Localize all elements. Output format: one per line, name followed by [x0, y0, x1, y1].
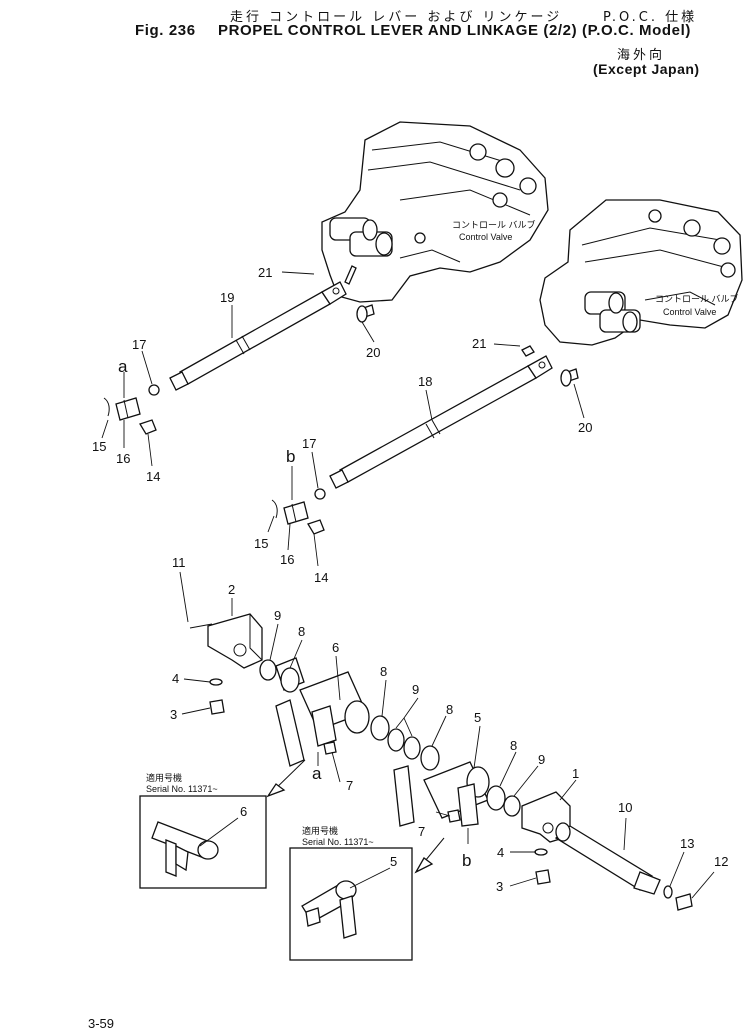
leader-lines [101, 271, 715, 899]
label-4-right: 4 [497, 845, 504, 860]
label-3-left: 3 [170, 707, 177, 722]
label-inset-5: 5 [390, 854, 397, 869]
rod-19 [169, 265, 375, 391]
label-14-lower: 14 [314, 570, 328, 585]
label-9-right: 9 [538, 752, 545, 767]
label-17-lower: 17 [302, 436, 316, 451]
label-16-upper: 16 [116, 451, 130, 466]
bushings-center [370, 715, 440, 771]
label-11: 11 [172, 555, 186, 570]
label-12: 12 [714, 854, 728, 869]
label-8-left: 8 [298, 624, 305, 639]
control-valve-right [539, 199, 743, 346]
label-inset-6: 6 [240, 804, 247, 819]
label-5: 5 [474, 710, 481, 725]
control-valve-label-en-left: Control Valve [459, 232, 512, 242]
title-japanese: 走行 コントロール レバー および リンケージ [230, 10, 563, 25]
washer-4-left [209, 678, 223, 686]
bushing-9-8-right [486, 785, 521, 817]
bolt-12 [675, 893, 693, 911]
label-8-right: 8 [510, 738, 517, 753]
control-valve-label-jp-right: コントロール バルブ [655, 293, 739, 304]
lever-10 [554, 822, 661, 895]
label-16-lower: 16 [280, 552, 294, 567]
label-2: 2 [228, 582, 235, 597]
label-18: 18 [418, 374, 432, 389]
inset-left-serial-en: Serial No. 11371~ [146, 784, 218, 794]
control-valve-label-en-right: Control Valve [663, 307, 716, 317]
inset-right-serial-jp: 適用号機 [302, 825, 338, 836]
label-10: 10 [618, 800, 632, 815]
label-15-upper: 15 [92, 439, 106, 454]
bracket-2 [207, 613, 263, 669]
bolt-3-right [535, 869, 551, 885]
clevis-assembly-lower [271, 488, 326, 535]
label-3-right: 3 [496, 879, 503, 894]
label-19: 19 [220, 290, 234, 305]
region-english: (Except Japan) [593, 61, 700, 77]
label-7-left: 7 [346, 778, 353, 793]
label-1: 1 [572, 766, 579, 781]
label-17-upper: 17 [132, 337, 146, 352]
rod-18 [329, 345, 579, 489]
label-20-upper: 20 [366, 345, 380, 360]
region-japanese: 海外向 [617, 48, 666, 63]
label-13: 13 [680, 836, 694, 851]
label-b-upper: b [286, 447, 295, 466]
label-15-lower: 15 [254, 536, 268, 551]
lever-6 [275, 671, 370, 767]
bushing-9-8-left [259, 657, 305, 693]
inset-left-serial-jp: 適用号機 [146, 772, 182, 783]
label-6: 6 [332, 640, 339, 655]
label-a-lower: a [312, 764, 322, 783]
label-a-upper: a [118, 357, 128, 376]
label-7-right: 7 [418, 824, 425, 839]
label-8-center: 8 [380, 664, 387, 679]
lever-5 [393, 761, 490, 827]
control-valve-left [321, 121, 549, 303]
pin-11 [189, 623, 213, 629]
footer-page-mark: 3-59 [88, 1016, 114, 1028]
label-9-left: 9 [274, 608, 281, 623]
washer-13 [663, 885, 673, 899]
label-14-upper: 14 [146, 469, 160, 484]
clevis-assembly-upper [103, 384, 160, 435]
label-8-center-2: 8 [446, 702, 453, 717]
washer-4-right [534, 848, 548, 856]
inset-right-serial-en: Serial No. 11371~ [302, 837, 374, 847]
figure-title: PROPEL CONTROL LEVER AND LINKAGE (2/2) (… [218, 22, 691, 39]
label-b-lower: b [462, 851, 471, 870]
label-20-lower: 20 [578, 420, 592, 435]
label-4-left: 4 [172, 671, 179, 686]
bolt-3-left [209, 699, 225, 715]
figure-label: Fig. 236 [135, 22, 196, 39]
inset-part-6 [151, 821, 219, 877]
part-number-labels: 21 19 20 17 a 15 16 14 21 18 20 17 b 15 … [92, 265, 728, 894]
label-9-center: 9 [412, 682, 419, 697]
control-valve-label-jp-left: コントロール バルブ [452, 219, 536, 230]
label-21-upper: 21 [258, 265, 272, 280]
label-21-lower: 21 [472, 336, 486, 351]
inset-part-5 [301, 880, 357, 939]
model-japanese: P.O.C. 仕様 [603, 10, 698, 25]
